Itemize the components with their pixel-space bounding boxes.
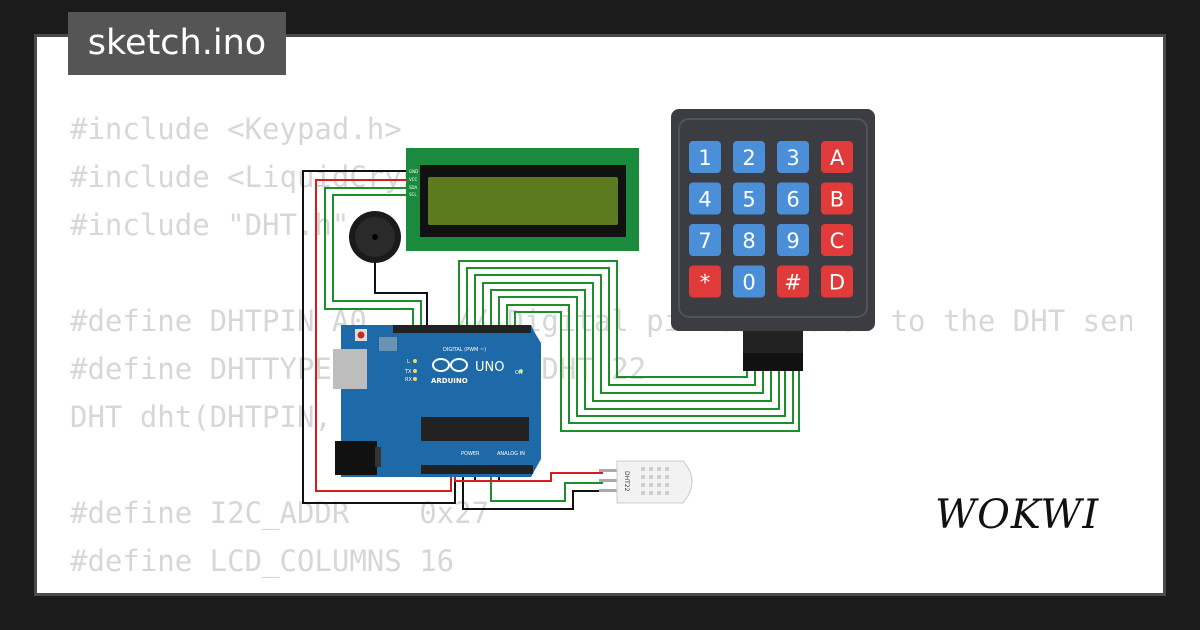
keypad-key: 5 — [733, 182, 765, 215]
keypad-key-label: 7 — [698, 229, 711, 253]
wires — [302, 170, 800, 510]
keypad-key: * — [689, 265, 721, 298]
arduino-infinity-logo — [432, 358, 468, 372]
buzzer — [349, 211, 401, 263]
wokwi-logo-text: WOKWI — [935, 492, 1099, 538]
keypad-key-label: 1 — [698, 146, 711, 170]
keypad-key-label: 9 — [786, 229, 799, 253]
arduino-rx-label: RX — [405, 377, 412, 383]
code-line: #include "DHT.h" — [70, 208, 350, 242]
keypad-key: 1 — [689, 141, 721, 173]
keypad-key: 2 — [733, 141, 765, 173]
keypad-key-label: * — [700, 271, 711, 295]
keypad-key: 6 — [777, 182, 809, 215]
keypad-key-label: 4 — [698, 188, 711, 212]
keypad-key-label: # — [784, 271, 802, 295]
keypad-key-label: 0 — [742, 271, 755, 295]
keypad-key: 7 — [689, 224, 721, 256]
keypad-key-label: D — [829, 271, 845, 295]
code-line: #define I2C_ADDR 0x27 — [70, 496, 490, 530]
code-line: #define LCD_LINES 2 — [70, 585, 1132, 593]
arduino-tx-label: TX — [404, 369, 412, 375]
keypad-key-label: C — [830, 229, 845, 253]
keypad-key: 0 — [733, 265, 765, 298]
keypad-key: 9 — [777, 224, 809, 256]
keypad-key-label: A — [830, 146, 845, 170]
file-tab: sketch.ino — [68, 12, 286, 75]
lcd-pin-labels: GND VCC SDA SCL — [409, 169, 418, 197]
keypad-key: 8 — [733, 224, 765, 256]
preview-card: #include <Keypad.h>#include <LiquidCryst… — [34, 34, 1166, 596]
code-line: #define LCD_COLUMNS 16 — [70, 544, 455, 578]
arduino-brand-label: ARDUINO — [431, 377, 468, 385]
keypad: 1 2 3 A 4 5 6 B 7 8 9 C * 0 # D — [671, 109, 875, 371]
circuit-diagram: GND VCC SDA SCL — [302, 109, 875, 510]
arduino-analog-label: ANALOG IN — [497, 451, 525, 457]
code-line: #include <Keypad.h> — [70, 112, 402, 146]
dht22-sensor: DHT22 — [599, 460, 693, 504]
arduino-l-label: L — [407, 359, 410, 365]
wokwi-logo: WOKWI — [935, 492, 1099, 538]
lcd-pin-vcc: VCC — [409, 177, 418, 182]
arduino-uno: UNO ARDUINO DIGITAL (PWM ~) POWER ANALOG… — [333, 325, 541, 477]
dht22-grille — [641, 467, 669, 495]
dht22-label: DHT22 — [623, 471, 630, 492]
keypad-key-label: 8 — [742, 229, 755, 253]
arduino-digital-label: DIGITAL (PWM ~) — [443, 347, 486, 353]
keypad-key-label: 2 — [742, 146, 755, 170]
keypad-key: C — [821, 224, 853, 256]
keypad-key: 4 — [689, 182, 721, 215]
keypad-key: A — [821, 141, 853, 173]
keypad-key-label: B — [830, 188, 844, 212]
arduino-model-label: UNO — [475, 360, 504, 375]
lcd-display: GND VCC SDA SCL — [406, 148, 639, 251]
keypad-key: 3 — [777, 141, 809, 173]
keypad-keys: 1 2 3 A 4 5 6 B 7 8 9 C * 0 # D — [689, 141, 853, 298]
keypad-key-label: 3 — [786, 146, 799, 170]
keypad-key-label: 6 — [786, 188, 799, 212]
keypad-key: B — [821, 182, 853, 215]
keypad-key-label: 5 — [742, 188, 755, 212]
keypad-key: # — [777, 265, 809, 298]
lcd-pin-scl: SCL — [409, 192, 417, 197]
keypad-key: D — [821, 265, 853, 298]
lcd-pin-sda: SDA — [409, 185, 418, 190]
arduino-on-label: ON — [515, 370, 523, 376]
arduino-power-label: POWER — [461, 451, 480, 457]
lcd-pin-gnd: GND — [409, 169, 418, 174]
